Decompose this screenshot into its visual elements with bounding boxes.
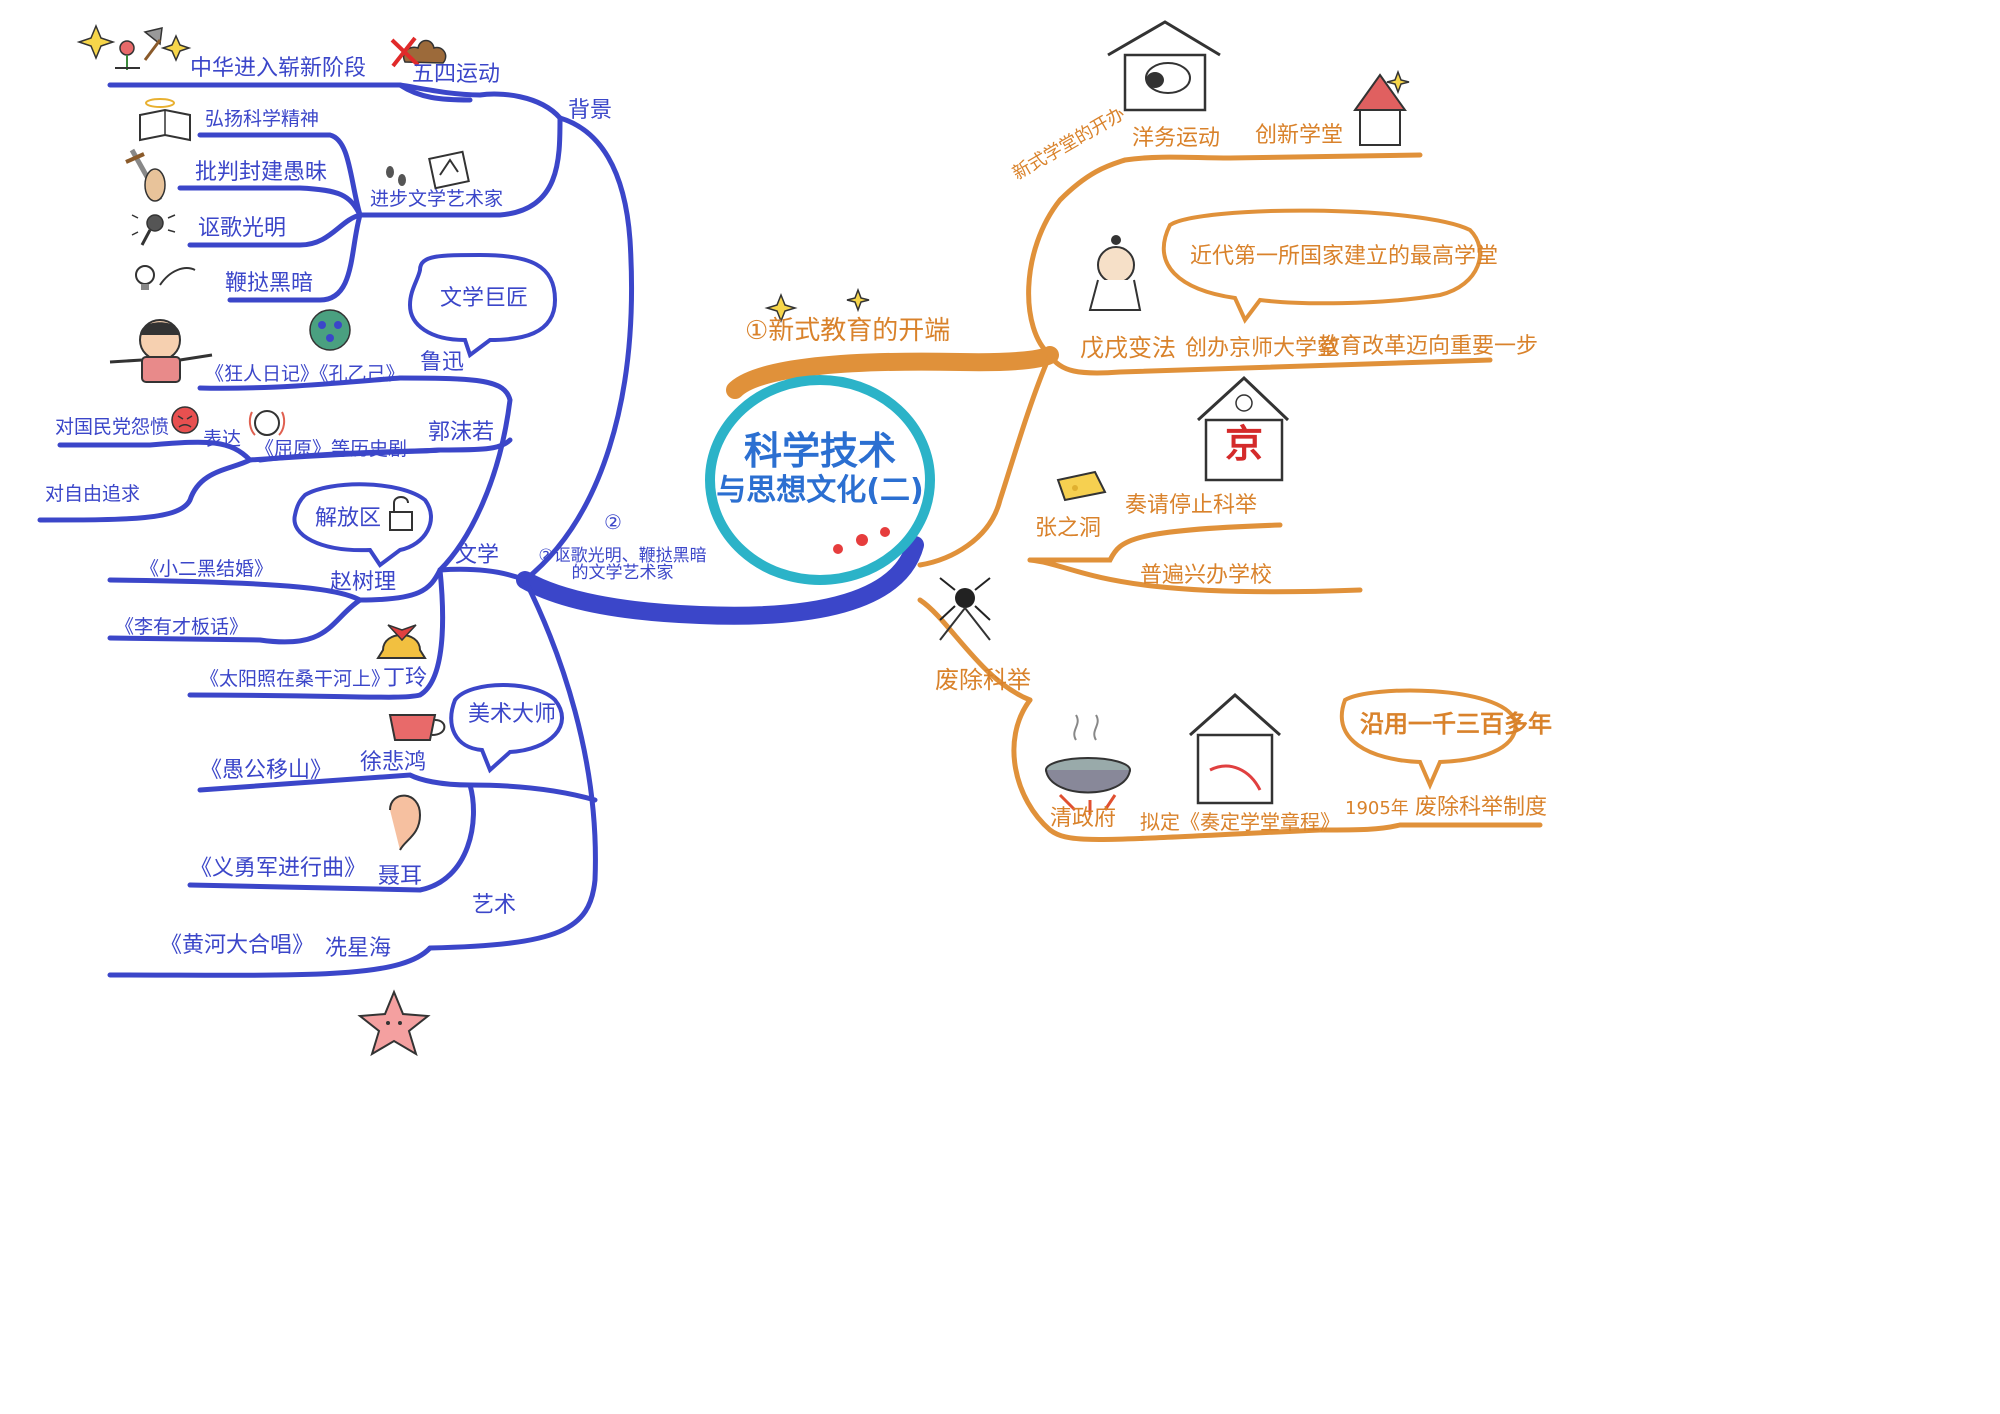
school-regulations: 拟定《奏定学堂章程》 [1140,810,1340,834]
unlocked-padlock-icon [389,496,413,531]
luxun-works: 《狂人日记》《孔乙己》 [205,363,405,385]
spider-icon [939,577,991,641]
nie-work: 《义勇军进行曲》 [190,856,367,881]
guo-works: 《屈原》等历史剧 [255,438,408,460]
xu-work: 《愚公移山》 [200,758,333,783]
progressive-artists: 进步文学艺术家 [370,188,504,210]
main-orange-branch [726,346,1059,399]
bell-icon [376,624,427,659]
jingshi-bubble-text: 近代第一所国家建立的最高学堂 [1190,244,1499,269]
memorial-stop-exam: 奏请停止科举 [1125,493,1258,518]
central-topic-line2: 与思想文化(二) [716,472,924,508]
bubble-years [1339,688,1518,791]
orange-bubbles [1161,208,1518,791]
art-label: 艺术 [472,893,517,918]
peacock-icon [309,309,351,351]
trunk-new-school [1026,157,1128,358]
trunk-art [427,577,598,951]
sword-icon [125,148,166,202]
luxun: 鲁迅 [420,350,465,375]
school-house-icon [1189,692,1281,805]
sheep-house-icon [1107,20,1221,112]
bubble-xu [449,683,564,774]
chuangxin-school: 创新学堂 [1255,123,1344,148]
yangwu-movement: 洋务运动 [1132,126,1221,151]
zhang-zhidong: 张之洞 [1035,516,1102,541]
zhao-shuli: 赵树理 [330,570,397,595]
sparkle-icon [76,24,1410,324]
branch-writers-artists-title: ②讴歌光明、鞭挞黑暗的文学艺术家 [538,546,707,583]
education-reform-step: 教育改革迈向重要一步 [1318,334,1539,359]
branch-new-education-title: ①新式教育的开端 [745,316,951,346]
zhao-work-2: 《李有才板话》 [115,616,249,638]
open-schools: 普遍兴办学校 [1140,563,1273,588]
china-new-stage: 中华进入崭新阶段 [190,56,367,81]
abolish-exam-label: 废除科举 [935,666,1031,694]
xu-beihong: 徐悲鸿 [360,750,427,775]
painting-icon [428,150,470,190]
wuxu-reform: 戊戌变法 [1080,334,1176,362]
bubble-zhao [292,482,433,568]
teacup-icon [388,714,446,741]
praise-light: 讴歌光明 [198,216,287,241]
jingshi-university: 创办京师大学堂 [1185,336,1340,361]
blue-bubbles [292,252,564,774]
ear-icon [389,794,422,851]
literature-label: 文学 [455,543,500,568]
xian-work: 《黄河大合唱》 [160,933,315,958]
year-1905: 1905年 [1345,798,1409,819]
old-scholar-icon [1088,235,1142,311]
flower-icon [115,40,140,70]
zhao-work-1: 《小二黑结婚》 [140,558,274,580]
trunk-literature [437,566,528,583]
may-fourth-movement: 五四运动 [412,62,501,87]
portrait-icon [248,410,286,436]
bubble-jingshi [1161,208,1482,324]
branch2-number: ② [604,510,622,534]
shovel-icon [143,27,163,61]
bubble-luxun [407,252,558,359]
footprints-icon [386,166,406,186]
guo-moruo: 郭沫若 [428,420,495,445]
starfish-icon [357,989,431,1057]
main-blue-branch [516,536,924,625]
school-building-icon [1353,73,1407,146]
trunk-abolish-a [917,352,1053,568]
qing-government: 清政府 [1050,806,1117,831]
promote-science: 弘扬科学精神 [205,108,320,130]
trunk-background [522,115,635,583]
central-topic-line1: 科学技术 [743,429,896,473]
education-branch-lines [726,152,1543,842]
ding-ling: 丁玲 [383,666,428,691]
boy-figure-icon [109,319,213,383]
xu-bubble-text: 美术大师 [468,702,557,727]
mind-map-canvas [37,20,1543,1057]
nie-er: 聂耳 [378,864,423,889]
criticize-feudalism: 批判封建愚昧 [195,160,328,185]
zhao-bubble-text: 解放区 [315,506,382,531]
abolish-exam-system: 废除科举制度 [1415,795,1548,820]
crossed-out-poop-icon [390,36,447,68]
xian-xinghai: 冼星海 [325,936,392,961]
center-node [705,375,935,585]
guo-express: 表达 [203,428,242,450]
background-label: 背景 [568,98,613,123]
jing-sign: 京 [1225,422,1264,466]
microphone-icon [131,214,176,246]
clock-house-icon [1196,375,1290,482]
years-bubble-text: 沿用一千三百多年 [1360,710,1552,738]
cheese-icon [1056,470,1107,502]
guo-express-anger: 对国民党怨愤 [55,416,170,438]
guo-express-freedom: 对自由追求 [45,483,141,505]
whip-darkness: 鞭挞黑暗 [225,271,314,296]
luxun-bubble-text: 文学巨匠 [440,286,529,311]
holy-book-icon [139,98,191,142]
literature-art-branch-lines [37,82,924,978]
lightbulb-icon [135,265,196,290]
angry-face-icon [171,406,199,434]
cooking-pot-icon [1045,714,1131,815]
central-topic: 科学技术 与思想文化(二) [715,429,925,508]
ding-work: 《太阳照在桑干河上》 [200,668,391,690]
